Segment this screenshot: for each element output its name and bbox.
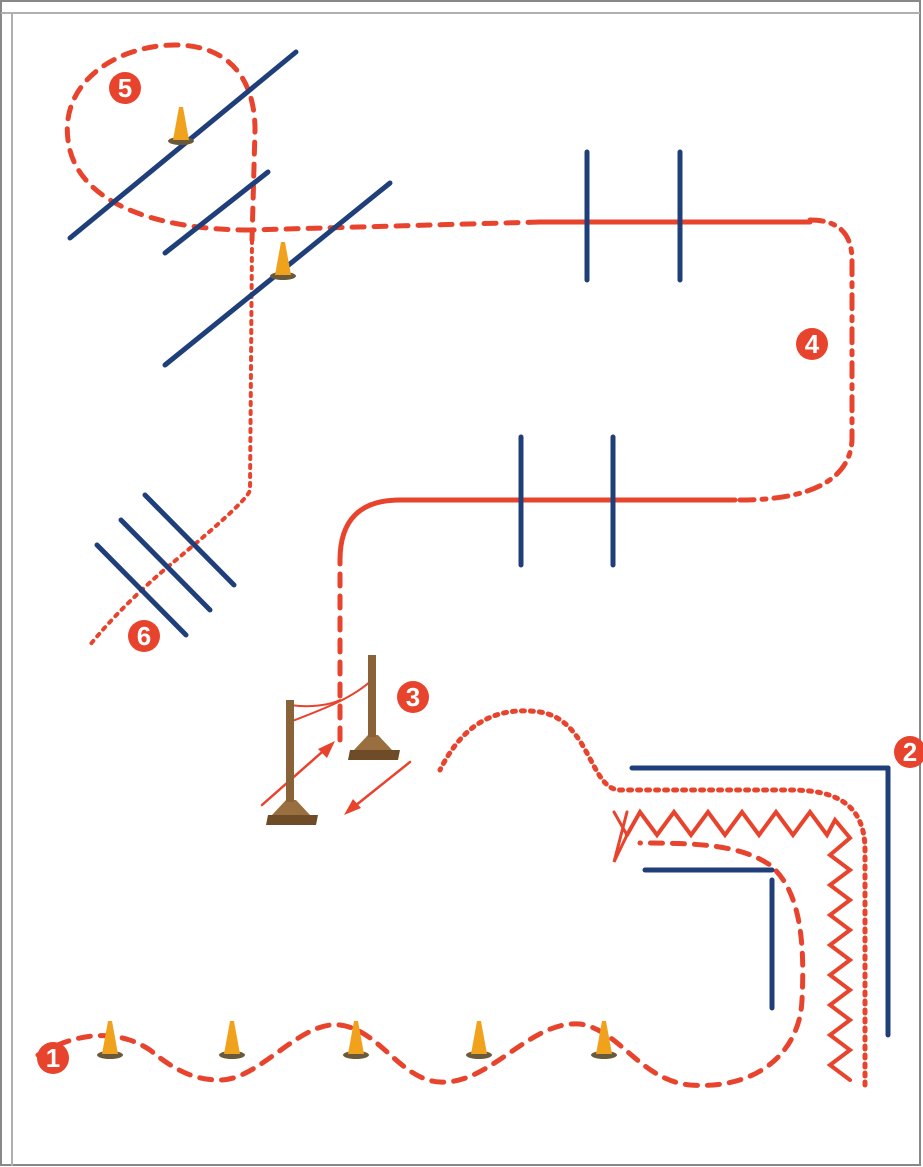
pole-s6-3 [142, 492, 237, 588]
marker-2: 2 [894, 736, 923, 768]
traffic-cone-icon [591, 1021, 617, 1059]
traffic-cone-icon [466, 1021, 492, 1059]
route-top-dashed [247, 219, 543, 233]
route-to-section-6 [88, 238, 254, 647]
marker-4-label: 4 [805, 329, 820, 359]
route [35, 42, 868, 1088]
marker-6-label: 6 [137, 621, 151, 651]
pole-s6-1 [94, 542, 189, 638]
pole-diag-1 [67, 49, 299, 241]
traffic-cone-icon [219, 1021, 245, 1059]
marker-3-label: 3 [406, 682, 420, 712]
route-curve-solid [337, 497, 738, 563]
markers: 1 2 3 4 5 6 [37, 72, 923, 1074]
route-weave-cones [35, 840, 806, 1088]
marker-5-label: 5 [118, 73, 132, 103]
route-zigzag-end [612, 810, 629, 863]
arrow-into-stands-head [318, 741, 335, 758]
marker-1-label: 1 [46, 1043, 60, 1073]
pole-diag-2 [162, 169, 271, 256]
marker-3: 3 [397, 681, 429, 713]
traffic-cone-icon [270, 242, 296, 280]
traffic-cone-icon [97, 1021, 123, 1059]
marker-1: 1 [37, 1042, 69, 1074]
pole-s6-2 [118, 517, 213, 613]
jump-stand-icon [348, 655, 400, 760]
poles [67, 49, 891, 1038]
jump-stand-icon [266, 700, 318, 825]
rope-lower [289, 699, 341, 708]
route-zigzag [625, 808, 854, 1082]
marker-5: 5 [109, 72, 141, 104]
arrow-into-stands [260, 743, 332, 807]
marker-6: 6 [128, 620, 160, 652]
arrow-out-stands-head [344, 799, 361, 815]
traffic-cone-icon [343, 1021, 369, 1059]
jump-stands [266, 655, 400, 825]
route-circle [64, 42, 258, 243]
rope-upper [289, 679, 373, 723]
traffic-cone-icon [168, 107, 194, 145]
marker-2-label: 2 [903, 737, 917, 767]
arrow-out-stands [348, 760, 412, 812]
cones [97, 107, 617, 1059]
route-loop-right [737, 217, 855, 503]
route-corridor [437, 708, 868, 1088]
marker-4: 4 [796, 328, 828, 360]
